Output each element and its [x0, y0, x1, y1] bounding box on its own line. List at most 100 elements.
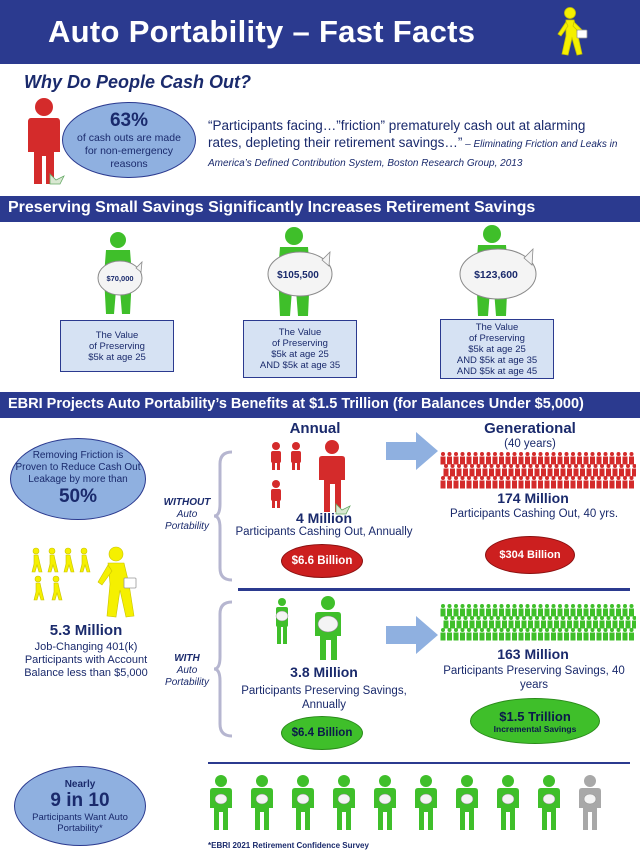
- crowd-person-icon: [463, 616, 468, 629]
- crowd-person-icon: [603, 476, 608, 489]
- crowd-person-icon: [531, 628, 537, 641]
- crowd-person-icon: [580, 464, 585, 477]
- crowd-person-icon: [502, 616, 507, 629]
- crowd-person-icon: [482, 616, 488, 629]
- crowd-person-icon: [547, 616, 553, 629]
- crowd-person-icon: [564, 452, 569, 465]
- crowd-person-icon: [440, 452, 446, 465]
- crowd-person-icon: [486, 452, 491, 465]
- without-label: WITHOUT Auto Portability: [156, 497, 218, 533]
- crowd-person-icon: [573, 616, 579, 629]
- survey-person-grey-icon: [579, 775, 601, 830]
- value-box-2-line: of Preserving: [272, 338, 328, 349]
- gen-with-value: 163 Million: [497, 646, 569, 662]
- crowd-person-icon: [560, 464, 566, 477]
- survey-oval: Nearly 9 in 10 Participants Want Auto Po…: [14, 766, 146, 846]
- gen-without-amount: $304 Billion: [499, 549, 561, 561]
- crowd-person-icon: [606, 616, 611, 629]
- crowd-person-icon: [590, 628, 595, 641]
- crowd-person-icon: [577, 628, 582, 641]
- crowd-person-icon: [554, 616, 559, 629]
- value-box-2-line: AND $5k at age 35: [259, 360, 341, 371]
- crowd-person-icon: [469, 464, 475, 477]
- friction-line-1: Removing Friction is: [32, 450, 124, 461]
- arrow-right-with: [386, 616, 438, 654]
- crowd-person-icon: [583, 604, 589, 617]
- crowd-person-icon: [473, 628, 478, 641]
- crowd-person-icon: [538, 628, 543, 641]
- survey-person-green-icon: [210, 775, 232, 830]
- crowd-person-icon: [508, 464, 514, 477]
- crowd-person-icon: [489, 616, 494, 629]
- survey-figures-row: [210, 775, 601, 830]
- crowd-person-icon: [583, 452, 589, 465]
- crowd-person-icon: [499, 604, 504, 617]
- crowd-person-icon: [622, 628, 628, 641]
- friction-oval: Removing Friction is Proven to Reduce Ca…: [10, 438, 146, 520]
- crowd-person-icon: [625, 616, 631, 629]
- crowd-person-icon: [447, 628, 452, 641]
- crowd-person-icon: [622, 452, 628, 465]
- cash-out-stat-value: 63%: [109, 109, 149, 131]
- gen-with-sub: Incremental Savings: [493, 723, 577, 734]
- crowd-person-icon: [456, 616, 462, 629]
- yellow-walkers-icon: [31, 546, 137, 618]
- piggy-bank-figure-1: $70,000: [97, 232, 143, 314]
- crowd-person-icon: [443, 464, 449, 477]
- crowd-person-icon: [577, 476, 582, 489]
- crowd-person-icon: [596, 604, 602, 617]
- crowd-person-icon: [521, 616, 527, 629]
- crowd-person-icon: [596, 452, 602, 465]
- crowd-person-icon: [447, 476, 452, 489]
- survey-person-green-icon: [292, 775, 314, 830]
- value-box-2-line: The Value: [278, 327, 322, 338]
- crowd-person-icon: [492, 628, 498, 641]
- crowd-person-icon: [609, 452, 615, 465]
- crowd-person-icon: [570, 452, 576, 465]
- crowd-person-icon: [573, 464, 579, 477]
- crowd-person-icon: [466, 604, 472, 617]
- crowd-person-icon: [466, 628, 472, 641]
- header-banner: Auto Portability – Fast Facts: [0, 0, 640, 64]
- crowd-person-icon: [538, 604, 543, 617]
- crowd-person-icon: [499, 476, 504, 489]
- crowd-person-icon: [590, 604, 595, 617]
- crowd-person-icon: [577, 452, 582, 465]
- generational-sub: (40 years): [504, 438, 556, 450]
- annual-with-amount-oval: $6.4 Billion: [281, 716, 363, 750]
- jobchange-value: 5.3 Million: [49, 622, 123, 639]
- survey-person-green-icon: [374, 775, 396, 830]
- crowd-person-icon: [590, 452, 595, 465]
- value-box-1: The Value of Preserving $5k at age 25: [60, 320, 174, 372]
- crowd-person-icon: [440, 604, 446, 617]
- crowd-person-icon: [541, 616, 546, 629]
- crowd-person-icon: [492, 452, 498, 465]
- crowd-person-icon: [632, 616, 636, 629]
- crowd-person-icon: [492, 604, 498, 617]
- annual-without-amount: $6.6 Billion: [291, 555, 353, 567]
- value-box-2: The Value of Preserving $5k at age 25 AN…: [243, 320, 357, 378]
- crowd-person-icon: [567, 464, 572, 477]
- crowd-person-icon: [551, 628, 556, 641]
- crowd-person-icon: [512, 604, 517, 617]
- survey-person-green-icon: [538, 775, 560, 830]
- crowd-person-icon: [525, 452, 530, 465]
- crowd-person-icon: [560, 616, 566, 629]
- piggy-bank-figure-2: $105,500: [267, 227, 333, 316]
- arrow-right-without: [386, 432, 438, 470]
- crowd-person-icon: [447, 452, 452, 465]
- gen-without-text: Participants Cashing Out, 40 yrs.: [449, 508, 619, 520]
- crowd-person-icon: [531, 476, 537, 489]
- crowd-person-icon: [518, 604, 524, 617]
- crowd-person-icon: [580, 616, 585, 629]
- crowd-person-icon: [469, 616, 475, 629]
- crowd-person-icon: [479, 452, 485, 465]
- crowd-person-icon: [515, 464, 520, 477]
- green-crowd-figures: [440, 604, 636, 641]
- piggy-amount-2: $105,500: [277, 270, 319, 281]
- quote-block: “Participants facing…”friction” prematur…: [208, 117, 618, 172]
- crowd-person-icon: [450, 616, 455, 629]
- crowd-person-icon: [473, 452, 478, 465]
- crowd-person-icon: [564, 604, 569, 617]
- crowd-person-icon: [632, 464, 636, 477]
